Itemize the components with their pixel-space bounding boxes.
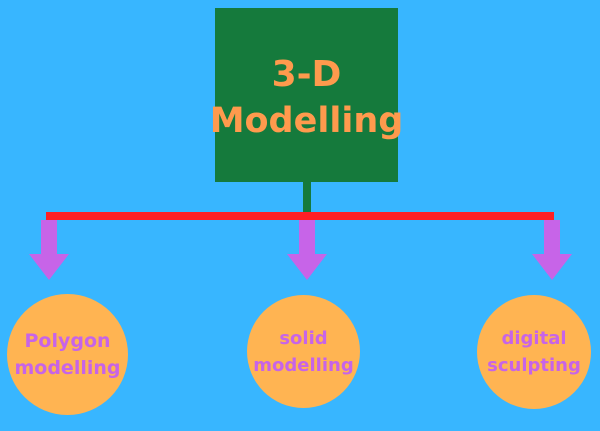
arrow-down-icon-left — [29, 220, 69, 280]
branch-line — [46, 212, 554, 220]
child-node-polygon-modelling: Polygon modelling — [7, 294, 128, 415]
arrow-down-icon-right — [532, 220, 572, 280]
root-node: 3-D Modelling — [210, 8, 403, 182]
root-title-line-2: Modelling — [209, 101, 404, 141]
root-connector — [303, 182, 311, 214]
child-node-label-line-1: digital — [501, 328, 567, 349]
child-node-label-line-2: modelling — [14, 356, 121, 379]
child-node-label-line-1: Polygon — [24, 329, 111, 352]
child-node-label-line-2: sculpting — [487, 355, 581, 376]
child-node-label-line-1: solid — [279, 327, 328, 349]
arrow-down-icon-middle — [287, 220, 327, 280]
child-node-label-line-2: modelling — [253, 354, 354, 376]
child-node-digital-sculpting: digital sculpting — [477, 295, 591, 409]
root-title-line-1: 3-D — [271, 54, 342, 95]
child-node-solid-modelling: solid modelling — [247, 295, 360, 408]
